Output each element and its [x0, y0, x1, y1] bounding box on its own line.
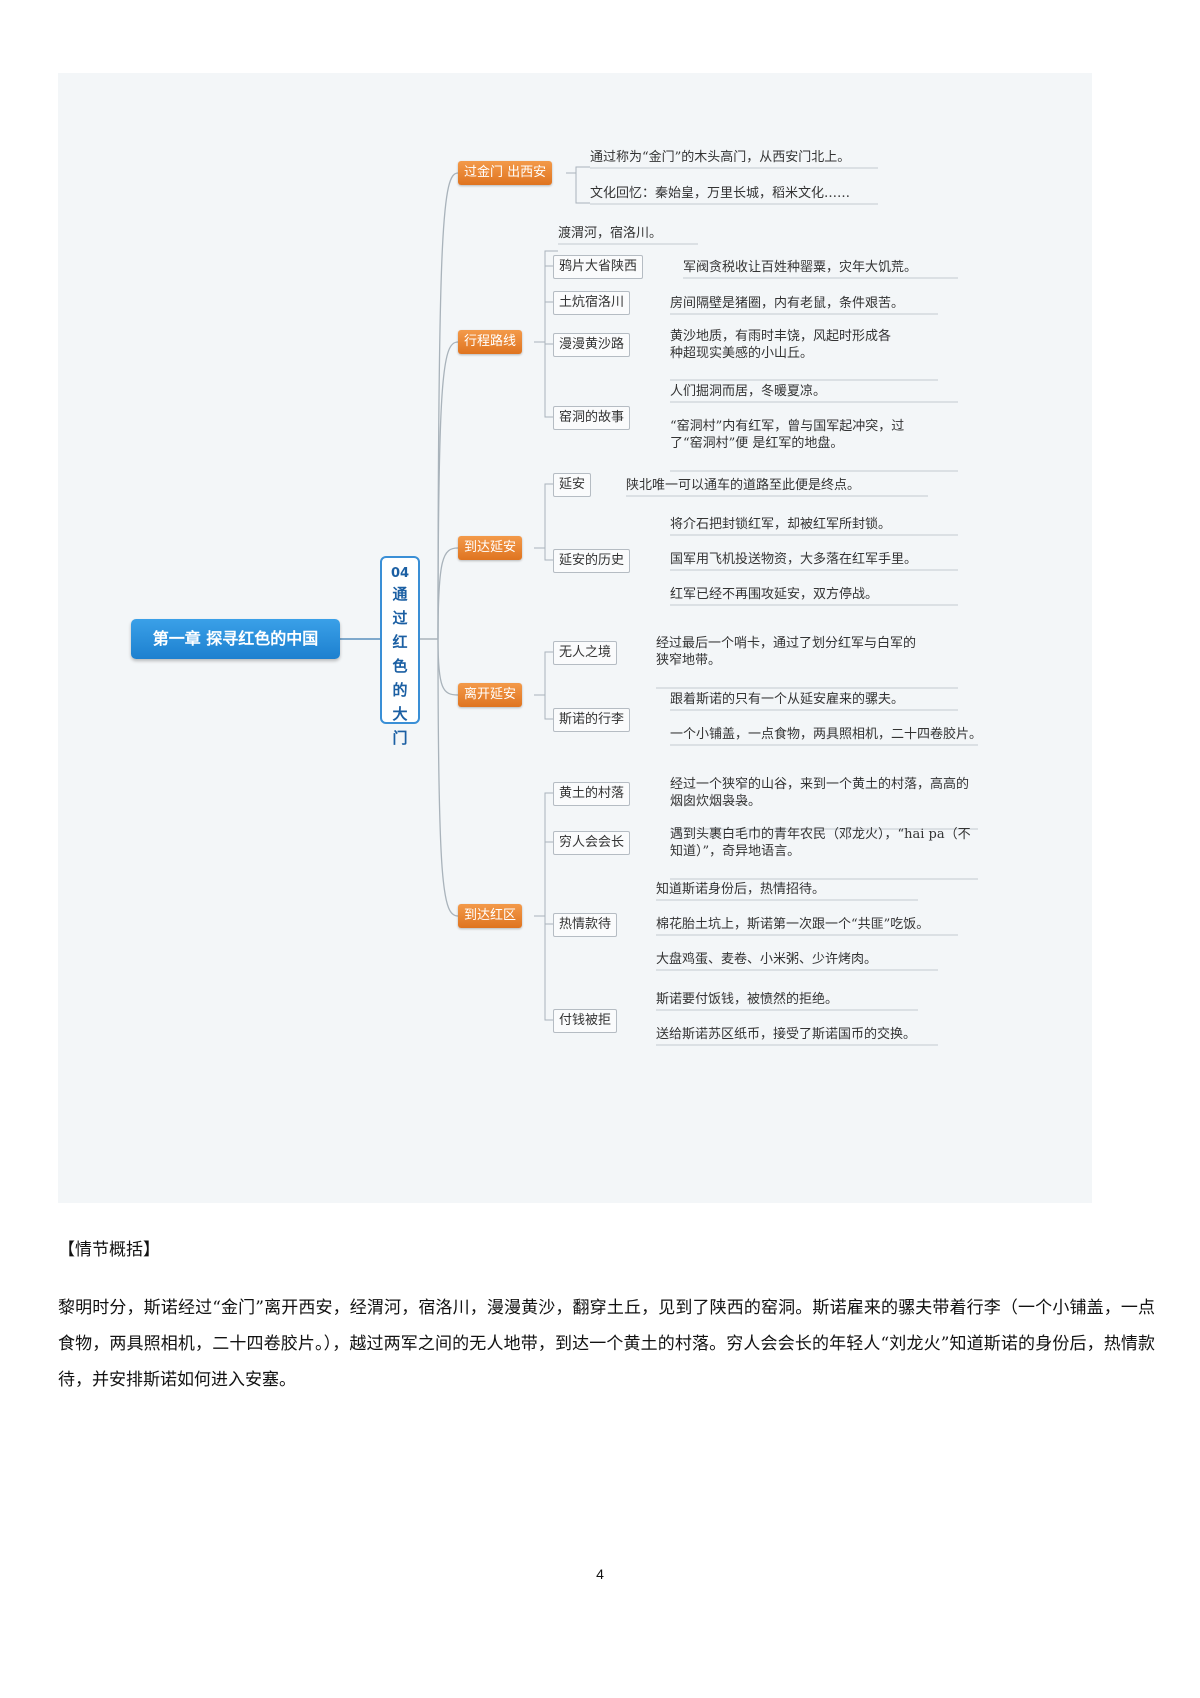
- section-title-char: 的: [392, 681, 408, 699]
- leaf-text: 军阀贪税收让百姓种罂粟，灾年大饥荒。: [683, 260, 918, 275]
- topic-node: 过金门 出西安: [458, 161, 553, 185]
- connector-line: [437, 547, 459, 640]
- subtopic-node: 热情款待: [553, 913, 618, 937]
- leaf-text: 通过称为“金门”的木头高门，从西安门北上。: [590, 150, 851, 165]
- connector-line: [534, 341, 553, 418]
- section-title-char: 过: [392, 609, 408, 627]
- connector-line: [534, 651, 553, 696]
- leaf-text: 经过一个狭窄的山谷，来到一个黄土的村落，高高的 烟囱炊烟袅袅。: [670, 777, 970, 809]
- connector-line: [437, 638, 459, 917]
- leaf-text: 红军已经不再围攻延安，双方停战。: [670, 587, 879, 602]
- section-title-char: 红: [392, 633, 408, 651]
- subtopic-node: 延安的历史: [553, 549, 631, 573]
- leaf-text: 斯诺要付饭钱，被愤然的拒绝。: [656, 992, 839, 1007]
- connector-line: [566, 172, 590, 204]
- section-number: 04: [390, 566, 410, 581]
- leaf-text: 一个小铺盖，一点食物，两具照相机，二十四卷胶片。: [670, 727, 983, 742]
- subtopic-node: 穷人会会长: [553, 831, 631, 855]
- connector-line: [566, 166, 590, 174]
- leaf-text: 渡渭河，宿洛川。: [558, 226, 663, 241]
- connector-line: [437, 638, 459, 696]
- connector-line: [534, 792, 553, 917]
- leaf-text: 陕北唯一可以通车的道路至此便是终点。: [626, 478, 861, 493]
- section-node: 04 通 过 红 色 的 大 门: [380, 556, 420, 747]
- connector-line: [534, 694, 553, 720]
- leaf-text: “窑洞村”内有红军，曾与国军起冲突，过 了“窑洞村”便 是红军的地盘。: [670, 419, 905, 451]
- leaf-text: 棉花胎土坑上，斯诺第一次跟一个“共匪”吃饭。: [656, 917, 930, 932]
- connector-line: [437, 172, 459, 640]
- leaf-text: 大盘鸡蛋、麦卷、小米粥、少许烤肉。: [656, 952, 878, 967]
- topic-node: 到达红区: [458, 904, 523, 928]
- topic-node: 离开延安: [458, 683, 523, 707]
- section-title-char: 门: [392, 729, 408, 747]
- connector-line: [534, 483, 553, 549]
- section-title-char: 大: [392, 705, 408, 723]
- connector-line: [534, 915, 553, 1021]
- topic-node: 行程路线: [458, 330, 523, 354]
- subtopic-node: 无人之境: [553, 641, 618, 665]
- connector-line: [437, 341, 459, 640]
- subtopic-node: 付钱被拒: [553, 1009, 618, 1033]
- leaf-text: 国军用飞机投送物资，大多落在红军手里。: [670, 552, 918, 567]
- subtopic-node: 窑洞的故事: [553, 406, 631, 430]
- leaf-text: 文化回忆：秦始皇，万里长城，稻米文化……: [590, 186, 851, 201]
- section-caption: 【情节概括】: [58, 1240, 160, 1260]
- subtopic-node: 土炕宿洛川: [553, 291, 631, 315]
- mind-map-connectors: [340, 166, 978, 1046]
- leaf-text: 将介石把封锁红军，却被红军所封锁。: [670, 517, 892, 532]
- section-title-char: 通: [392, 585, 408, 603]
- topic-node: 到达延安: [458, 536, 523, 560]
- leaf-text: 房间隔壁是猪圈，内有老鼠，条件艰苦。: [670, 296, 905, 311]
- subtopic-node: 黄土的村落: [553, 782, 631, 806]
- leaf-text: 遇到头裹白毛巾的青年农民（邓龙火），“hai pa（不 知道）”，奇异地语言。: [670, 827, 971, 859]
- section-title-char: 色: [392, 657, 408, 675]
- summary-paragraph: 黎明时分，斯诺经过“金门”离开西安，经渭河，宿洛川，漫漫黄沙，翻穿土丘，见到了陕…: [58, 1298, 1155, 1390]
- connector-line: [534, 841, 553, 917]
- subtopic-node: 漫漫黄沙路: [553, 333, 631, 357]
- leaf-text: 经过最后一个哨卡，通过了划分红军与白军的 狭窄地带。: [656, 636, 917, 668]
- leaf-text: 人们掘洞而居，冬暖夏凉。: [670, 384, 827, 399]
- leaf-text: 送给斯诺苏区纸币，接受了斯诺国币的交换。: [656, 1027, 917, 1042]
- page-number: 4: [596, 1566, 604, 1582]
- subtopic-node: 延安: [553, 473, 592, 497]
- connector-line: [534, 301, 553, 343]
- connector-line: [534, 265, 553, 343]
- leaf-text: 知道斯诺身份后，热情招待。: [656, 882, 826, 897]
- subtopic-node: 鸦片大省陕西: [553, 255, 644, 279]
- subtopic-node: 斯诺的行李: [553, 708, 631, 732]
- leaf-text: 跟着斯诺的只有一个从延安雇来的骡夫。: [670, 692, 905, 707]
- mind-map-root: 第一章 探寻红色的中国: [131, 619, 340, 659]
- connector-line: [534, 915, 553, 925]
- connector-line: [534, 547, 553, 561]
- mind-map: 第一章 探寻红色的中国 04 通 过 红 色 的 大 门 过金门 出西安 通过称…: [58, 73, 1092, 1203]
- leaf-text: 黄沙地质，有雨时丰饶，风起时形成各 种超现实美感的小山丘。: [670, 329, 892, 361]
